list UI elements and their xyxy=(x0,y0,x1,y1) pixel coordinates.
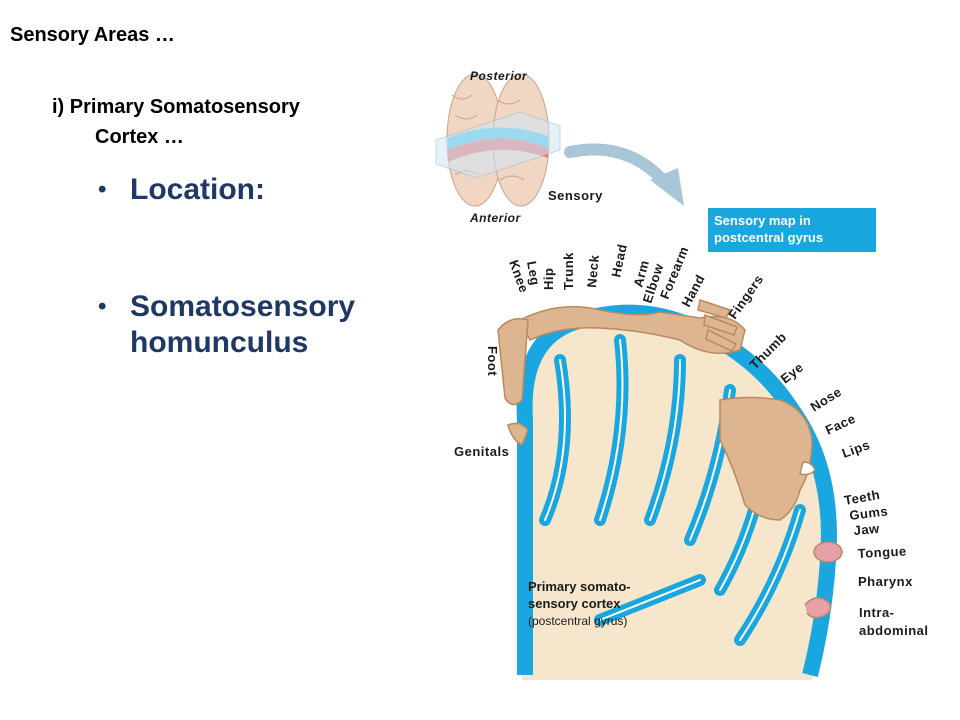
subtitle-line-2: Cortex … xyxy=(95,126,184,148)
map-line-2: postcentral gyrus xyxy=(714,230,824,245)
label-thumb: Thumb xyxy=(747,329,790,372)
label-head: Head xyxy=(608,242,630,278)
slide-subtitle: i) Primary Somatosensory Cortex … xyxy=(52,92,300,152)
bullet-text-line-2: homunculus xyxy=(130,326,309,359)
arrow-head-icon xyxy=(650,168,684,206)
label-neck: Neck xyxy=(584,254,602,289)
label-leg: Leg xyxy=(524,260,543,287)
label-fingers: Fingers xyxy=(725,272,766,322)
bullet-location: • Location: xyxy=(98,172,265,208)
label-nose: Nose xyxy=(808,384,845,415)
label-intra-2: abdominal xyxy=(859,623,929,638)
posterior-label: Posterior xyxy=(470,69,528,83)
sensory-map-label: Sensory map in postcentral gyrus xyxy=(708,208,876,252)
label-hip: Hip xyxy=(541,268,556,290)
brain-top-view-icon xyxy=(435,73,561,207)
label-genitals: Genitals xyxy=(454,444,509,459)
label-jaw: Jaw xyxy=(853,521,881,538)
label-teeth: Teeth xyxy=(843,487,881,508)
bullet-dot-icon: • xyxy=(98,293,107,320)
label-arm: Arm xyxy=(630,258,652,288)
label-trunk: Trunk xyxy=(561,252,576,290)
label-eye: Eye xyxy=(778,359,807,386)
cortex-line-1: Primary somato- xyxy=(528,579,631,594)
label-gums: Gums xyxy=(849,503,889,523)
bullet-text: Location: xyxy=(130,173,265,206)
bullet-dot-icon: • xyxy=(98,176,107,203)
label-pharynx: Pharynx xyxy=(858,574,913,589)
primary-cortex-label: Primary somato- sensory cortex (postcent… xyxy=(528,578,631,630)
cortex-line-3: (postcentral gyrus) xyxy=(528,614,628,628)
anterior-label: Anterior xyxy=(469,211,522,225)
subtitle-line-1: i) Primary Somatosensory xyxy=(52,96,300,118)
map-line-1: Sensory map in xyxy=(714,213,811,228)
sensory-label: Sensory xyxy=(548,188,603,203)
slide-title: Sensory Areas … xyxy=(10,24,175,46)
homunculus-icon xyxy=(497,299,843,619)
label-lips: Lips xyxy=(840,437,872,461)
bullet-text: Somatosensory xyxy=(130,290,356,323)
label-foot: Foot xyxy=(485,346,500,376)
bullet-homunculus: • Somatosensory homunculus xyxy=(98,289,355,361)
label-face: Face xyxy=(823,411,858,438)
label-tongue: Tongue xyxy=(857,543,907,561)
label-intra-1: Intra- xyxy=(859,605,895,620)
cortex-line-2: sensory cortex xyxy=(528,596,621,611)
